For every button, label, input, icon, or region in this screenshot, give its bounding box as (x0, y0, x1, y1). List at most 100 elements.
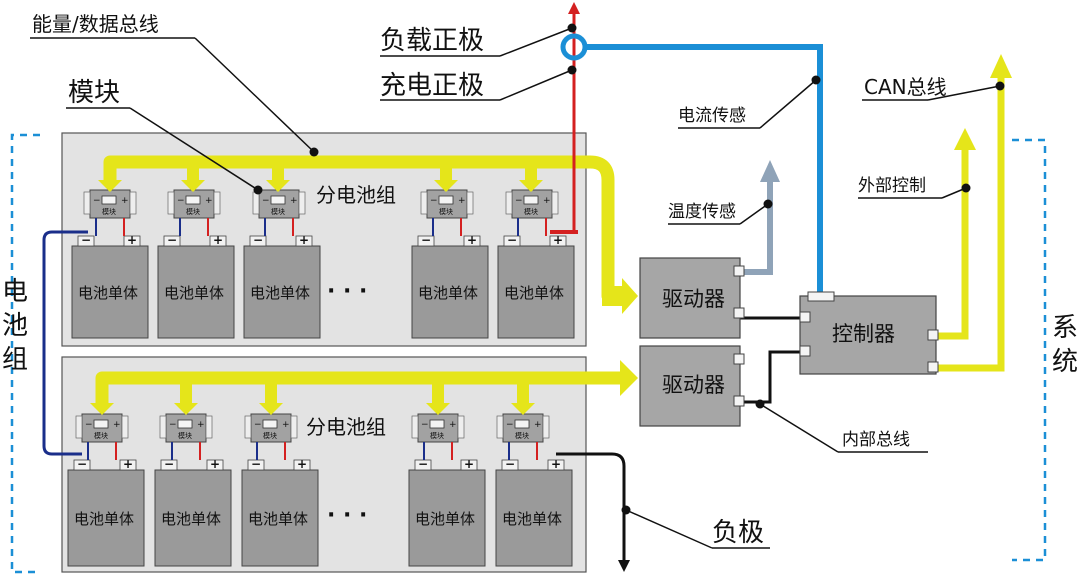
module-board: − + 模块 (167, 189, 221, 236)
module-board: −+模块 (83, 189, 137, 236)
leader-dots (253, 23, 1005, 515)
battery-cell-label: 电池单体 (248, 510, 308, 528)
battery-cell-label: 电池单体 (250, 284, 310, 302)
svg-text:+: + (299, 233, 309, 247)
cells-row-1: 电池单体电池单体电池单体电池单体电池单体 (71, 235, 575, 339)
modules: −+模块−+模块−+模块−+模块−+模块−+模块−+模块−+模块−+模块−+模块… (75, 189, 563, 471)
current-sense-line (585, 44, 823, 296)
battery-cell: 电池单体 (243, 235, 321, 339)
module-board: −+模块 (505, 189, 559, 236)
module-board-label: 模块 (186, 207, 200, 216)
svg-text:−: − (81, 233, 91, 247)
charge-positive-label: 充电正极 (380, 71, 484, 101)
module-board-label: 模块 (94, 431, 108, 440)
driver-2-label: 驱动器 (662, 373, 725, 397)
battery-cell-label: 电池单体 (161, 510, 221, 528)
svg-text:−: − (262, 196, 270, 206)
svg-text:+: + (449, 420, 457, 430)
system-bracket (1012, 138, 1047, 562)
module-board-label: 模块 (515, 431, 529, 440)
positive-arrowhead (568, 2, 580, 14)
system-label: 系统 (1052, 313, 1078, 377)
svg-text:+: + (127, 233, 137, 247)
battery-cell: 电池单体 (497, 235, 575, 339)
can-bus-arrowhead (990, 54, 1012, 78)
module-board-label: 模块 (263, 431, 277, 440)
can-bus-line (936, 76, 1005, 372)
svg-text:−: − (77, 457, 87, 471)
svg-text:+: + (297, 457, 307, 471)
module-board: − + 模块 (244, 413, 298, 460)
negative-label: 负极 (712, 518, 764, 548)
svg-text:+: + (210, 457, 220, 471)
battery-cell-label: 电池单体 (418, 284, 478, 302)
yellow-bus-drops-row-1 (98, 168, 638, 314)
svg-text:−: − (177, 196, 185, 206)
battery-pack-label: 电池组 (2, 277, 28, 375)
negative-arrowhead (618, 560, 630, 572)
module-board: − + 模块 (252, 189, 306, 236)
svg-text:+: + (458, 196, 466, 206)
battery-cell: 电池单体 (157, 235, 235, 339)
battery-cell-label: 电池单体 (415, 510, 475, 528)
module-board-label: 模块 (102, 207, 116, 216)
svg-text:+: + (290, 196, 298, 206)
battery-cell-label: 电池单体 (74, 510, 134, 528)
battery-cell-label: 电池单体 (164, 284, 224, 302)
module-label: 模块 (68, 78, 120, 108)
svg-text:−: − (421, 233, 431, 247)
svg-text:+: + (553, 233, 563, 247)
svg-text:−: − (506, 420, 514, 430)
svg-text:+: + (282, 420, 290, 430)
yellow-bus-drops-row-2 (90, 360, 638, 415)
temperature-sense-arrowhead (760, 160, 780, 182)
external-control-line (936, 148, 969, 340)
svg-text:−: − (251, 457, 261, 471)
sub-pack-title-1: 分电池组 (316, 183, 396, 207)
battery-cell: 电池单体 (408, 459, 486, 567)
svg-text:+: + (467, 233, 477, 247)
driver-box-1: 驱动器 (639, 257, 745, 339)
svg-text:−: − (164, 457, 174, 471)
current-sense-label: 电流传感 (678, 106, 746, 126)
module-board-label: 模块 (271, 207, 285, 216)
load-positive-label: 负载正极 (380, 26, 484, 56)
yellow-bus-row-1 (103, 155, 630, 303)
internal-bus-line-2 (740, 350, 800, 404)
driver-box-2: 驱动器 (639, 345, 745, 427)
module-board: − + 模块 (420, 189, 474, 236)
module-board: −+模块 (159, 413, 213, 460)
ellipsis-row-1: · · · (327, 279, 367, 304)
negative-output-line (556, 452, 626, 562)
svg-text:−: − (169, 420, 177, 430)
module-board-label: 模块 (439, 207, 453, 216)
svg-text:+: + (464, 457, 474, 471)
module-board-label: 模块 (524, 207, 538, 216)
driver-1-label: 驱动器 (662, 287, 725, 311)
battery-cell: 电池单体 (495, 459, 573, 567)
battery-pack-bracket (10, 133, 40, 574)
svg-text:−: − (418, 457, 428, 471)
svg-text:−: − (85, 420, 93, 430)
svg-text:+: + (543, 196, 551, 206)
leader-lines (129, 27, 1001, 549)
module-board-label: 模块 (178, 431, 192, 440)
battery-cell-label: 电池单体 (504, 284, 564, 302)
svg-text:−: − (421, 420, 429, 430)
svg-text:−: − (505, 457, 515, 471)
temperature-sense-line (740, 180, 773, 275)
module-board: −+模块 (496, 413, 550, 460)
energy-data-bus-label: 能量/数据总线 (32, 12, 159, 36)
battery-cell: 电池单体 (241, 459, 319, 567)
external-control-arrowhead (954, 128, 976, 150)
battery-cell-label: 电池单体 (502, 510, 562, 528)
battery-cell: 电池单体 (411, 235, 489, 339)
module-board: − + 模块 (75, 413, 129, 460)
svg-text:−: − (430, 196, 438, 206)
svg-text:+: + (205, 196, 213, 206)
cells-row-2: 电池单体 电池单体 电池单体 电池单体 电池单体 (67, 459, 573, 567)
can-bus-label: CAN总线 (864, 75, 947, 99)
svg-text:+: + (113, 420, 121, 430)
svg-text:−: − (254, 420, 262, 430)
svg-text:−: − (93, 196, 101, 206)
